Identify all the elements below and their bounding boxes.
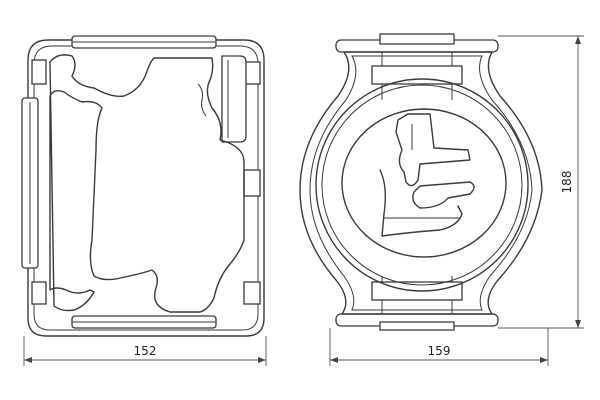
front-bottom-flange-boss (379, 321, 455, 331)
impeller-blade (412, 181, 475, 209)
impeller-part (395, 113, 471, 187)
dim-left-arrow-b (258, 357, 266, 363)
front-top-flange-boss (379, 33, 455, 45)
front-view-inner-outline (309, 55, 533, 311)
bore-ring-middle (321, 84, 523, 286)
dim-right-width-label: 159 (428, 344, 451, 358)
dim-height-arrow-top (575, 36, 581, 44)
dim-left-width-label: 152 (134, 344, 157, 358)
dimension-right-height: 188 (498, 35, 584, 329)
bore-ring-outer (315, 78, 529, 292)
bracket-middle-right (243, 169, 261, 197)
bore-inner (341, 108, 507, 258)
cavity-detail (197, 83, 207, 117)
connector-box (221, 55, 247, 143)
front-view-outer-outline (299, 51, 543, 315)
dim-right-height-label: 188 (560, 171, 574, 194)
dim-left-arrow-a (24, 357, 32, 363)
side-view-cavity (49, 54, 245, 313)
bracket-bottom-right (243, 281, 261, 305)
front-view (299, 33, 543, 331)
impeller-vane-lower (379, 169, 463, 237)
dim-right-arrow-a (330, 357, 338, 363)
dimension-right-width: 159 (329, 328, 549, 366)
side-view-outer-outline (27, 39, 265, 337)
bracket-top-left (31, 59, 47, 85)
side-view-inner-outline (33, 45, 259, 331)
bracket-bottom-left (31, 281, 47, 305)
front-top-clamp (371, 65, 463, 85)
dim-right-arrow-b (540, 357, 548, 363)
dimension-left-width: 152 (23, 336, 267, 366)
dim-height-arrow-bottom (575, 320, 581, 328)
side-view (21, 35, 265, 337)
